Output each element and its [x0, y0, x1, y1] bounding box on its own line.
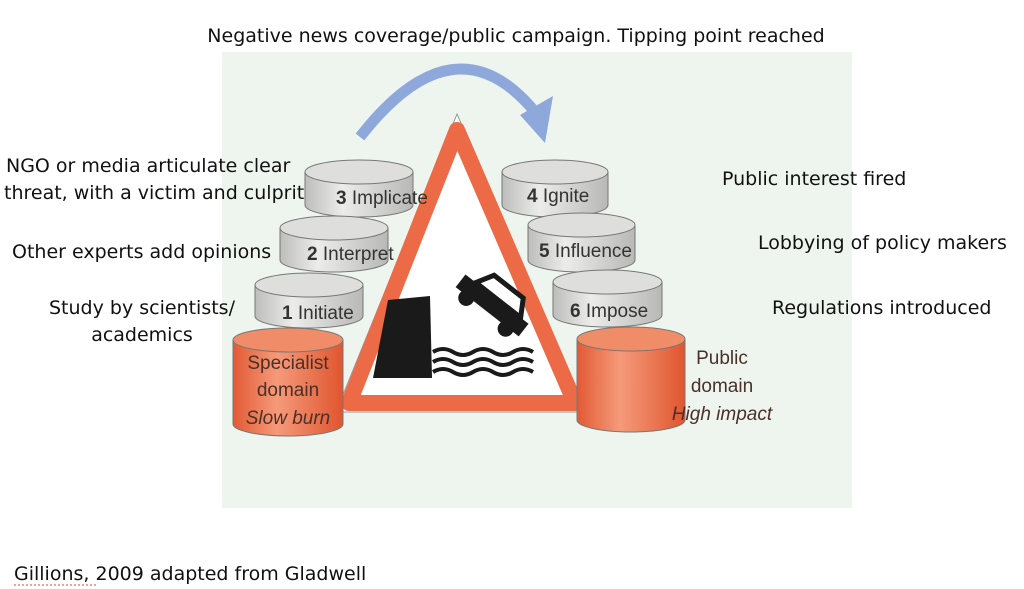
public-domain-line1: Public [696, 348, 748, 369]
citation: Gillions, 2009 adapted from Gladwell [14, 563, 366, 585]
ignite-description: Public interest fired [722, 168, 906, 190]
warning-triangle-icon [335, 112, 588, 413]
initiate-description-line1: Study by scientists/ [49, 297, 236, 319]
influence-description: Lobbying of policy makers [758, 232, 1007, 254]
stage-1-label: 1 Initiate [282, 303, 354, 324]
cliff-icon [373, 296, 432, 378]
specialist-domain-line2: domain [257, 380, 319, 401]
specialist-domain-line1: Specialist [247, 353, 329, 374]
stage-4-cylinder [501, 159, 609, 218]
public-domain-cylinder [576, 326, 686, 433]
implicate-description-line1: NGO or media articulate clear [6, 155, 290, 177]
stage-1-cylinder [254, 272, 364, 329]
stage-2-cylinder [279, 215, 389, 273]
implicate-description-line2: threat, with a victim and culprit [4, 182, 304, 204]
specialist-domain-cylinder [232, 327, 344, 437]
interpret-description: Other experts add opinions [12, 241, 271, 263]
stage-3-cylinder [304, 159, 414, 218]
initiate-description-line2: academics [91, 324, 193, 346]
curved-arrow-icon [355, 63, 540, 141]
stage-6-cylinder [552, 269, 663, 328]
public-domain-line3: High impact [672, 404, 773, 425]
public-domain-line2: domain [691, 376, 753, 397]
stage-3-label: 3 Implicate [336, 188, 428, 209]
water-waves-icon [431, 347, 535, 377]
stage-6-label: 6 Impose [570, 301, 648, 322]
diagram-title: Negative news coverage/public campaign. … [207, 25, 824, 47]
stage-5-cylinder [527, 212, 636, 273]
specialist-domain-line3: Slow burn [246, 408, 331, 429]
falling-car-icon [455, 272, 529, 337]
stage-2-label: 2 Interpret [307, 244, 394, 265]
arrow-head-icon [520, 96, 553, 143]
impose-description: Regulations introduced [772, 297, 991, 319]
stage-4-label: 4 Ignite [527, 186, 589, 207]
stage-5-label: 5 Influence [539, 241, 632, 262]
